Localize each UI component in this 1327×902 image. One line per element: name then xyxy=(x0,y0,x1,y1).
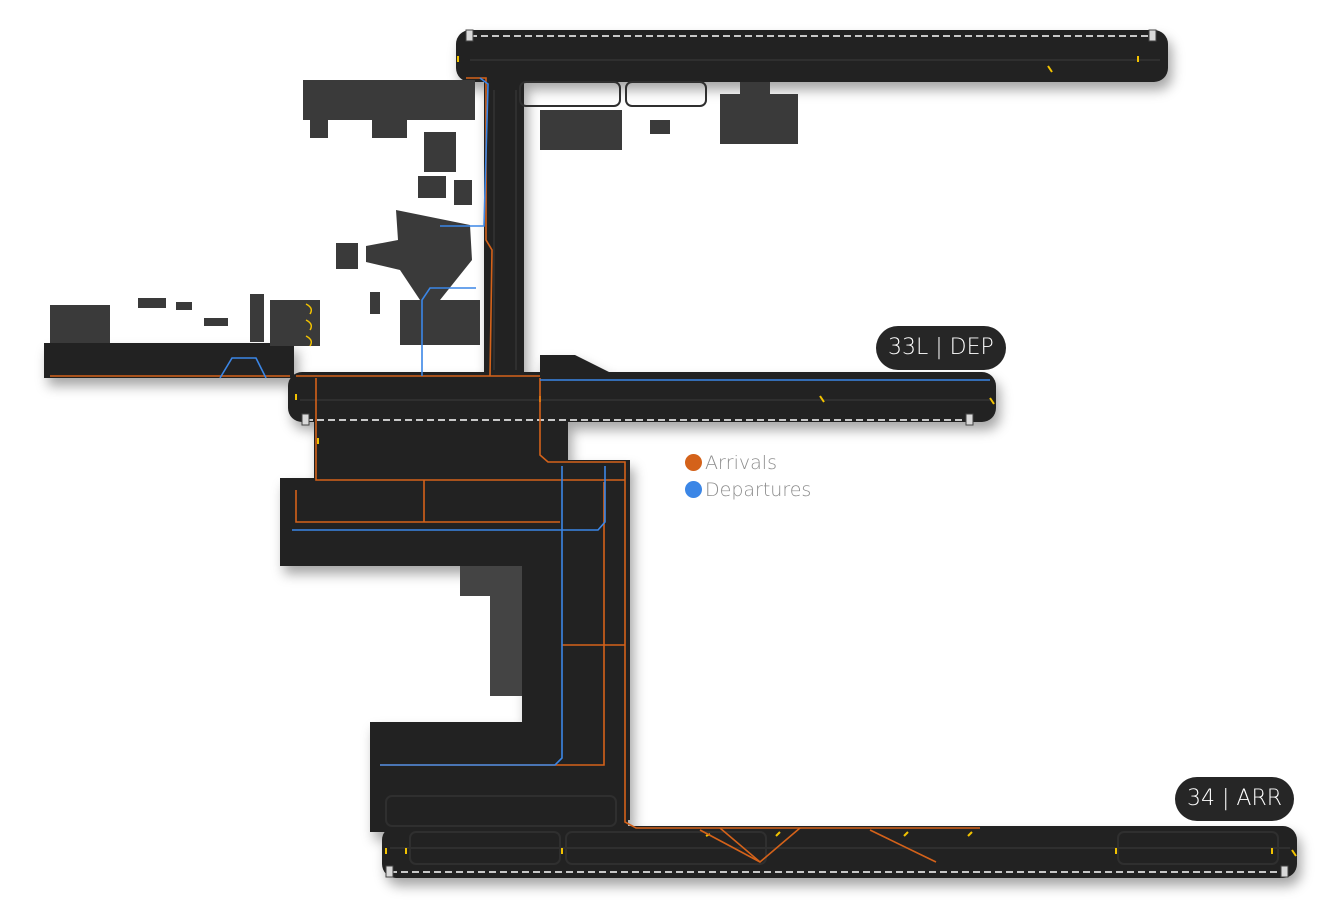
legend-item-arrivals: Arrivals xyxy=(685,449,811,476)
building-west-9 xyxy=(400,300,480,345)
taxiway-markings xyxy=(300,59,1290,865)
arrival-route xyxy=(50,77,980,864)
runway-edge-lines xyxy=(306,35,1286,873)
building-west-7 xyxy=(250,294,264,342)
building-north-7 xyxy=(540,110,622,150)
arrivals-dot-icon xyxy=(685,454,702,471)
building-north-5 xyxy=(418,176,446,198)
building-west-8 xyxy=(270,300,320,346)
stand-marks xyxy=(305,303,313,347)
terminal-pier xyxy=(366,210,472,300)
building-north-10 xyxy=(740,82,770,96)
building-west-6 xyxy=(204,318,228,326)
runway-34 xyxy=(382,826,1297,878)
taxiway-diagonal xyxy=(540,355,615,375)
building-west-2 xyxy=(370,292,380,314)
departures-dot-icon xyxy=(685,481,702,498)
route-legend: Arrivals Departures xyxy=(685,449,811,503)
building-west-1 xyxy=(336,243,358,269)
building-north-9 xyxy=(720,94,798,144)
building-north-4 xyxy=(424,132,456,172)
building-north-8 xyxy=(650,120,670,134)
hold-markers xyxy=(295,56,1297,857)
apron-central xyxy=(314,418,544,480)
runway-33L xyxy=(288,372,996,422)
runway-badge-33L: 33L | DEP xyxy=(876,326,1006,370)
building-south-1 xyxy=(460,566,522,596)
legend-label: Arrivals xyxy=(705,451,777,474)
airfield-surface xyxy=(44,30,1297,878)
building-north-6 xyxy=(454,180,472,205)
building-north-2 xyxy=(310,120,328,138)
building-south-2 xyxy=(490,596,522,696)
legend-label: Departures xyxy=(705,478,812,501)
legend-item-departures: Departures xyxy=(685,476,811,503)
building-west-4 xyxy=(138,298,166,308)
building-west-3 xyxy=(50,305,110,343)
building-west-5 xyxy=(176,302,192,310)
apron-west xyxy=(44,343,294,378)
runway-end-boxes xyxy=(301,29,1289,878)
runway-north xyxy=(456,30,1168,82)
departure-route xyxy=(219,77,990,766)
building-north-1 xyxy=(303,80,475,120)
building-north-3 xyxy=(372,120,407,138)
buildings xyxy=(50,80,798,696)
runway-badge-34: 34 | ARR xyxy=(1175,777,1295,821)
apron-south-bottom xyxy=(370,722,628,832)
